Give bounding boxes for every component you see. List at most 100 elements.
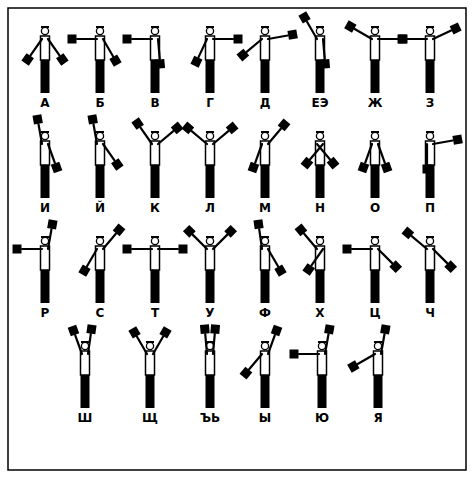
legs [318,374,327,408]
letter-label: Т [133,306,177,320]
head [261,342,268,349]
letter-label: Р [23,306,67,320]
cap [206,26,214,28]
flag [452,134,462,144]
flag [171,122,184,135]
letter-label: З [408,96,452,110]
signaller-figure [123,237,188,303]
head [371,132,378,139]
signaller-figure [358,132,393,198]
legs [316,164,325,198]
cap [316,131,324,133]
letter-label: Ю [300,411,344,425]
cap [374,341,382,343]
arm [132,248,152,250]
arm [39,124,42,144]
flag [423,165,432,174]
head [316,27,323,34]
arm [268,335,275,354]
arm [213,131,228,144]
arm [213,38,233,40]
arm [48,39,59,55]
flag [123,245,132,254]
flag [399,35,408,44]
letter-label: О [353,201,397,215]
cap [371,131,379,133]
signaller-figure [295,224,325,303]
cap [81,341,89,343]
flag [224,225,237,238]
arm [141,128,152,144]
arm [87,249,97,266]
cap [96,26,104,28]
signaller-figure [32,114,62,198]
flag [389,260,402,273]
signaller-figure [128,326,171,408]
legs [374,374,383,408]
arm [412,236,427,249]
arm [268,129,281,144]
arm [304,234,317,249]
flag [398,35,407,44]
flag [343,245,352,254]
letter-label: Ч [408,306,452,320]
letter-label: Ы [243,411,287,425]
letter-label: В [133,96,177,110]
legs [96,59,105,93]
arm [325,334,328,354]
flag [344,20,356,32]
legs [146,374,155,408]
signaller-figure [182,122,239,198]
head [151,27,158,34]
arm [317,144,330,159]
cap [261,26,269,28]
flag [111,158,124,171]
arm [307,22,317,39]
arm [426,144,428,164]
flag [21,53,34,66]
arm [103,144,114,160]
signaller-figure [68,27,122,93]
signaller-figure [343,237,403,303]
flag [179,245,188,254]
arm [381,334,384,354]
arm [310,144,323,159]
head [81,342,88,349]
signaller-figure [298,11,330,93]
arm [365,144,372,163]
arm [352,248,372,250]
letter-label: Н [298,201,342,215]
flag [358,162,370,174]
flag [298,11,310,23]
signaller-figure [398,22,462,93]
cap [151,26,159,28]
arm [268,36,288,39]
flag [320,59,330,69]
flag [450,22,462,34]
arm [358,354,375,364]
flag [128,326,140,338]
letter-label: ЪЬ [188,411,232,425]
legs [261,59,270,93]
signaller-figure [301,132,340,198]
cap [206,341,214,343]
flag [240,367,253,380]
arm [75,335,82,354]
head [261,27,268,34]
letter-label: И [23,201,67,215]
flag [113,224,126,237]
signaller-figure [123,27,166,93]
cap [318,341,326,343]
flag [248,162,260,174]
legs [371,164,380,198]
flag [287,29,297,39]
cap [426,131,434,133]
head [206,27,213,34]
cap [206,236,214,238]
flag [183,225,196,238]
letter-label: С [78,306,122,320]
letter-label: Б [78,96,122,110]
flag [444,260,457,273]
flag [327,157,340,170]
